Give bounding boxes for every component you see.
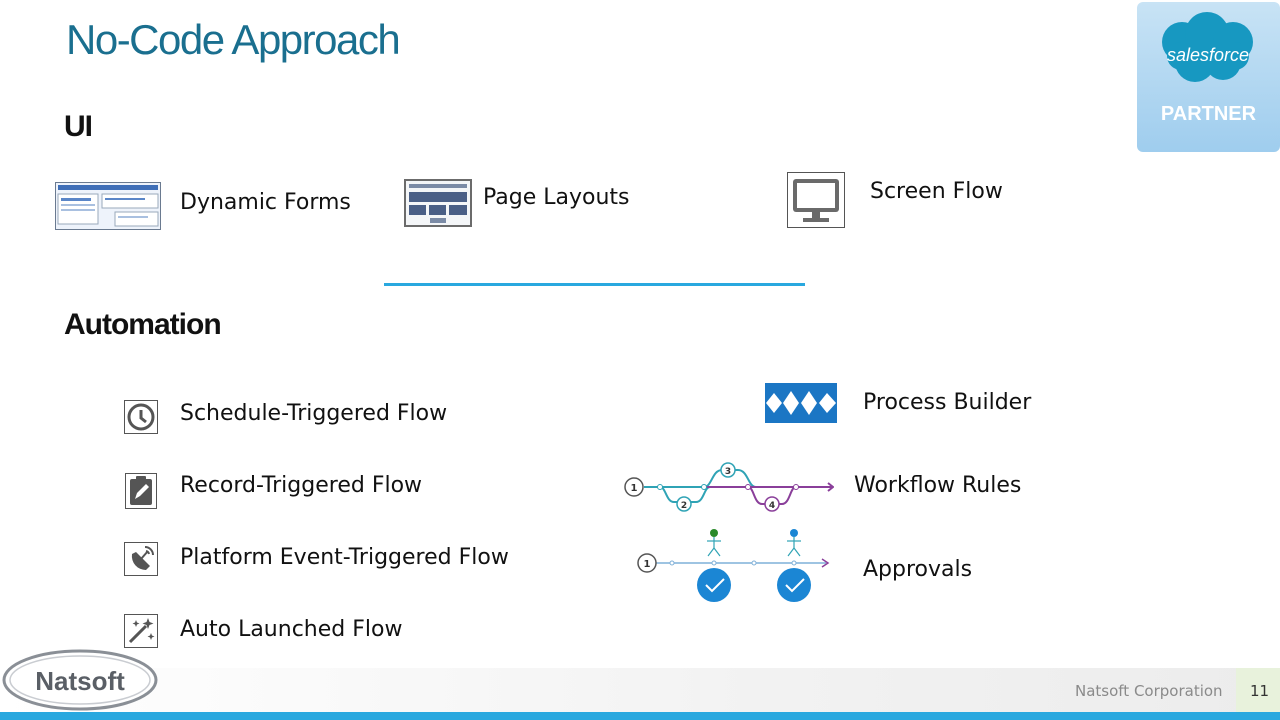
ui-section-heading: UI (64, 110, 93, 143)
workflow-step-2: 2 (681, 501, 687, 511)
salesforce-partner-badge: salesforce PARTNER (1137, 2, 1280, 152)
auto-launched-flow-label: Auto Launched Flow (180, 617, 403, 642)
salesforce-cloud-logo: salesforce (1162, 12, 1253, 82)
automation-section-heading: Automation (64, 308, 222, 341)
footer-accent-stripe (0, 712, 1280, 720)
footer-page-tab (1236, 668, 1280, 720)
workflow-step-4: 4 (769, 501, 775, 511)
screen-flow-label: Screen Flow (870, 179, 1003, 204)
footer-bar (0, 668, 1280, 712)
record-flow-label: Record-Triggered Flow (180, 473, 423, 498)
schedule-flow-label: Schedule-Triggered Flow (180, 401, 448, 426)
page-layouts-label: Page Layouts (483, 185, 630, 210)
process-builder-label: Process Builder (863, 390, 1032, 415)
record-edit-icon (125, 473, 157, 513)
partner-label: PARTNER (1160, 103, 1257, 125)
section-divider (384, 283, 805, 286)
approval-step-1: 1 (644, 559, 651, 570)
process-builder-icon (765, 383, 837, 427)
salesforce-logo-text: salesforce (1167, 45, 1249, 65)
satellite-icon (124, 542, 158, 580)
dynamic-forms-label: Dynamic Forms (180, 190, 351, 215)
workflow-path-icon: 1 2 3 4 (622, 460, 835, 518)
page-layout-icon (404, 179, 472, 231)
monitor-icon (787, 172, 845, 232)
workflow-step-1: 1 (631, 483, 638, 494)
workflow-rules-label: Workflow Rules (854, 473, 1022, 498)
natsoft-logo-text: Natsoft (35, 666, 125, 696)
approval-path-icon: 1 (636, 526, 832, 608)
slide-title: No-Code Approach (66, 16, 401, 63)
approvals-label: Approvals (863, 557, 973, 582)
page-number: 11 (1250, 682, 1270, 700)
magic-wand-icon (124, 614, 158, 652)
clock-icon (124, 400, 158, 438)
dynamic-forms-icon (55, 182, 161, 234)
platform-event-flow-label: Platform Event-Triggered Flow (180, 545, 509, 570)
natsoft-logo: Natsoft (0, 648, 160, 718)
footer-company: Natsoft Corporation (1075, 682, 1223, 700)
workflow-step-3: 3 (725, 467, 731, 477)
